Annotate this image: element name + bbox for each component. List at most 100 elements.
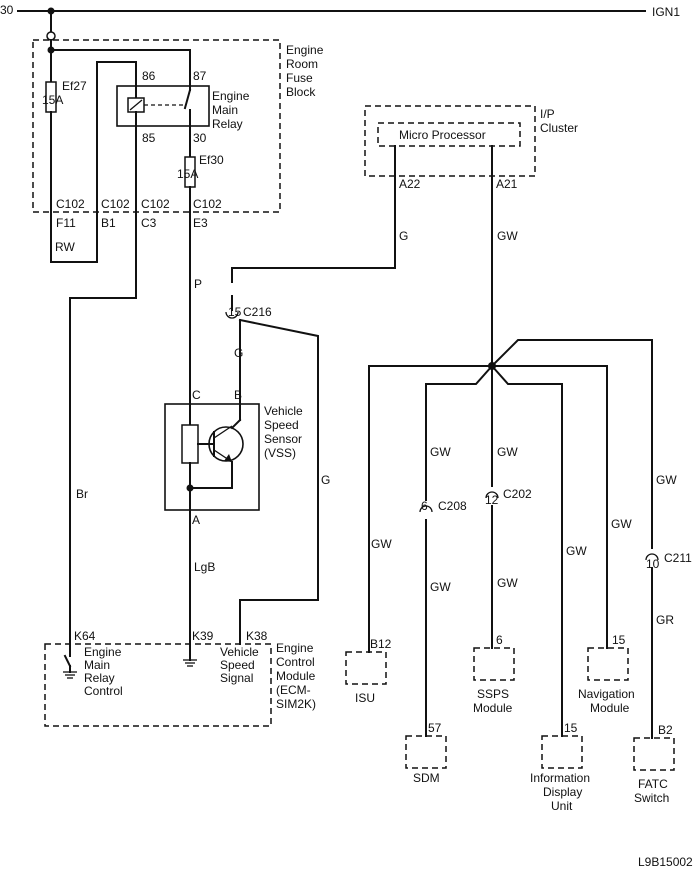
ecm-pin-k38-label: K38 [246,629,268,643]
pin-30-label: 30 [193,131,207,145]
wire-gw-info-label: GW [566,544,587,558]
nav-module-box [587,647,629,681]
wire-g-label-1: G [399,229,408,243]
nav-name-1: Navigation [578,687,635,701]
c102-label-2: C102 [101,197,130,211]
wire-gw-sdm-upper-label: GW [430,445,451,459]
c202-label: C202 [503,487,532,501]
sdm-pin-label: 57 [428,721,442,735]
isu-module-box [345,651,387,685]
fuse-block-name-2: Room [286,57,318,71]
pin-86-label: 86 [142,69,156,83]
relay-name-1: Engine [212,89,250,103]
vss-name-4: (VSS) [264,446,296,460]
g-wire-ipc [231,149,396,283]
info-module-box [541,735,583,769]
nav-name-2: Module [590,701,630,715]
fatc-module-box [633,737,675,771]
pin-a21-label: A21 [496,177,518,191]
wire-gw-ssps-upper-label: GW [497,445,518,459]
bus-ign1-label: IGN1 [652,5,680,19]
figure-id-label: L9B15002 [638,855,693,869]
pin-f11-label: F11 [56,216,76,230]
wire-g-label-2: G [234,346,243,360]
ecm-pin-k39-label: K39 [192,629,214,643]
fuse-block-name-4: Block [286,85,316,99]
c102-label-4: C102 [193,197,222,211]
isu-name: ISU [355,691,375,705]
vss-pin-a-label: A [192,513,200,527]
fuse-block-name-1: Engine [286,43,324,57]
ef30-amp-label: 15A [177,167,198,181]
c202-connector-icon [485,491,499,499]
ssps-module-box [473,647,515,681]
c216-pin-label: 15 [228,305,242,319]
pin-a22-label: A22 [399,177,421,191]
vss-b-to-collector [230,418,242,430]
ecm-name-3: Module [276,669,316,683]
pin-85-label: 85 [142,131,156,145]
nav-pin-label: 15 [612,633,626,647]
c216-connector-icon [225,311,239,319]
ecm-name-5: SIM2K) [276,697,316,711]
fuse-block-outline [32,39,281,213]
pin-b1-label: B1 [101,216,116,230]
ip-cluster-outline [364,105,536,177]
wire-lgb-label: LgB [194,560,215,574]
micro-processor-box [377,122,521,147]
vss-name-3: Sensor [264,432,302,446]
ecm-outline [44,643,272,727]
ecm-vss-signal-1: Vehicle [220,645,259,659]
gw-nav-wire [491,365,608,649]
k64-switch-icon [63,654,72,668]
c202-pin-label: 12 [485,493,499,507]
ecm-pin-k64-label: K64 [74,629,96,643]
c102-label-1: C102 [56,197,85,211]
c208-pin-label: 6 [421,499,428,513]
wire-rw-label: RW [55,240,75,254]
wire-gr-fatc-label: GR [656,613,674,627]
relay-name-2: Main [212,103,238,117]
micro-processor-label: Micro Processor [399,128,486,142]
ecm-relay-control-4: Control [84,684,123,698]
c102-label-3: C102 [141,197,170,211]
c208-connector-icon [419,505,433,513]
sdm-name: SDM [413,771,440,785]
ssps-name-1: SSPS [477,687,509,701]
wire-p-label: P [194,277,202,291]
ecm-relay-control-1: Engine [84,645,122,659]
ecm-relay-control-2: Main [84,658,110,672]
vss-emitter-arrow-icon [224,454,232,462]
ecm-relay-control-3: Relay [84,671,115,685]
relay-name-3: Relay [212,117,243,131]
ef27-label: Ef27 [62,79,87,93]
wire-gw-main-label: GW [497,229,518,243]
engine-main-relay-box [116,85,210,127]
g-wire-ecm [238,318,319,645]
c216-label: C216 [243,305,272,319]
c211-connector-icon [645,553,659,561]
vss-name-2: Speed [264,418,299,432]
info-name-3: Unit [551,799,573,813]
fatc-name-2: Switch [634,791,669,805]
ip-cluster-name-2: Cluster [540,121,578,135]
bus-30-label: 30 [0,3,14,17]
wire-gw-sdm-lower-label: GW [430,580,451,594]
gw-info-wire [490,364,563,737]
vss-resistor-icon [181,424,199,464]
fuse-block-terminal [46,31,56,41]
info-name-1: Information [530,771,590,785]
ef27-amp-label: 15A [42,93,63,107]
isu-pin-label: B12 [370,637,392,651]
vss-box [164,403,260,511]
relay-switch-contact-icon [183,88,192,110]
ecm-name-4: (ECM- [276,683,311,697]
vss-pin-c-label: C [192,388,201,402]
ecm-vss-signal-3: Signal [220,671,253,685]
ecm-vss-signal-2: Speed [220,658,255,672]
wire-gw-nav-label: GW [611,517,632,531]
pin-e3-label: E3 [193,216,208,230]
gw-isu-wire [368,365,493,653]
c211-label: C211 [664,551,692,565]
